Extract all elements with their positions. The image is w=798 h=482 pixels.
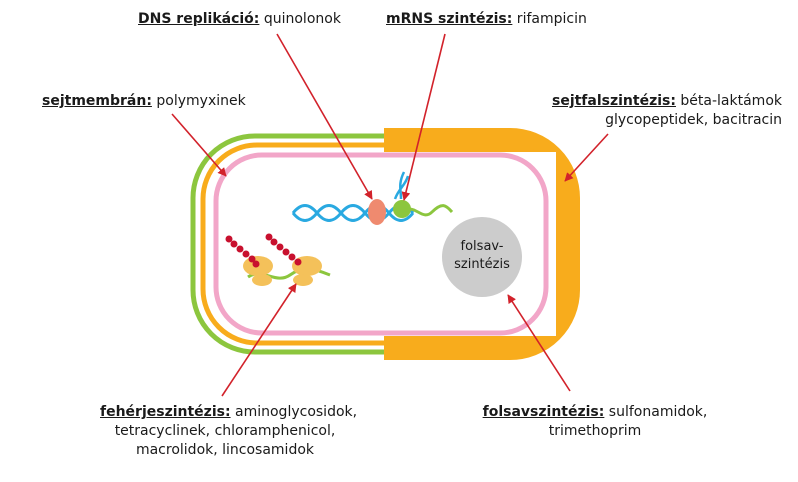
label-mrna-synthesis: mRNS szintézis: rifampicin <box>386 10 587 29</box>
arrow-mrna <box>401 33 446 201</box>
dna-helix <box>291 171 415 222</box>
label-dna-text: quinolonok <box>259 11 341 27</box>
arrow-cellwall <box>564 133 609 182</box>
rna-polymerase <box>393 200 411 218</box>
label-folate-title: folsavszintézis: <box>482 404 605 420</box>
label-protein-title: fehérjeszintézis: <box>100 404 231 420</box>
mrna-strand <box>402 204 454 217</box>
folate-circle-label: folsav- szintézis <box>442 238 522 274</box>
arrow-folate <box>507 294 571 392</box>
label-cellwall-title: sejtfalszintézis: <box>551 93 676 109</box>
label-cell-wall-synthesis: sejtfalszintézis: béta-laktámok glycopep… <box>552 92 782 130</box>
outer-membrane <box>190 133 384 355</box>
label-dna-title: DNS replikáció: <box>138 11 260 27</box>
replication-enzyme <box>368 199 386 225</box>
label-folate-line1: sulfonamidok, <box>604 404 708 420</box>
label-cellwall-line1: béta-laktámok <box>675 93 782 109</box>
peptide-chain-2 <box>265 233 302 266</box>
arrow-protein <box>221 283 297 397</box>
label-cell-membrane: sejtmembrán: polymyxinek <box>42 92 246 111</box>
peptide-chain-1 <box>225 235 260 268</box>
label-membrane-text: polymyxinek <box>151 93 246 109</box>
label-protein-line3: macrolidok, lincosamidok <box>135 442 315 458</box>
label-mrna-title: mRNS szintézis: <box>386 11 513 27</box>
label-dna-replication: DNS replikáció: quinolonok <box>138 10 341 29</box>
label-membrane-title: sejtmembrán: <box>42 93 152 109</box>
arrow-membrane <box>171 113 227 177</box>
folate-synthesis-circle <box>442 217 522 297</box>
label-cellwall-line2: glycopeptidek, bacitracin <box>605 112 782 128</box>
arrow-dna <box>276 33 373 200</box>
folate-circle-line2: szintézis <box>454 257 510 272</box>
cell-wall-left <box>200 142 384 346</box>
label-protein-synthesis: fehérjeszintézis: aminoglycosidok, tetra… <box>100 403 357 460</box>
label-folate-line2: trimethoprim <box>548 423 642 439</box>
label-folate-synthesis: folsavszintézis: sulfonamidok, trimethop… <box>470 403 720 441</box>
folate-circle-line1: folsav- <box>460 239 504 254</box>
label-protein-line2: tetracyclinek, chloramphenicol, <box>114 423 336 439</box>
label-mrna-text: rifampicin <box>512 11 587 27</box>
label-protein-line1: aminoglycosidok, <box>230 404 358 420</box>
